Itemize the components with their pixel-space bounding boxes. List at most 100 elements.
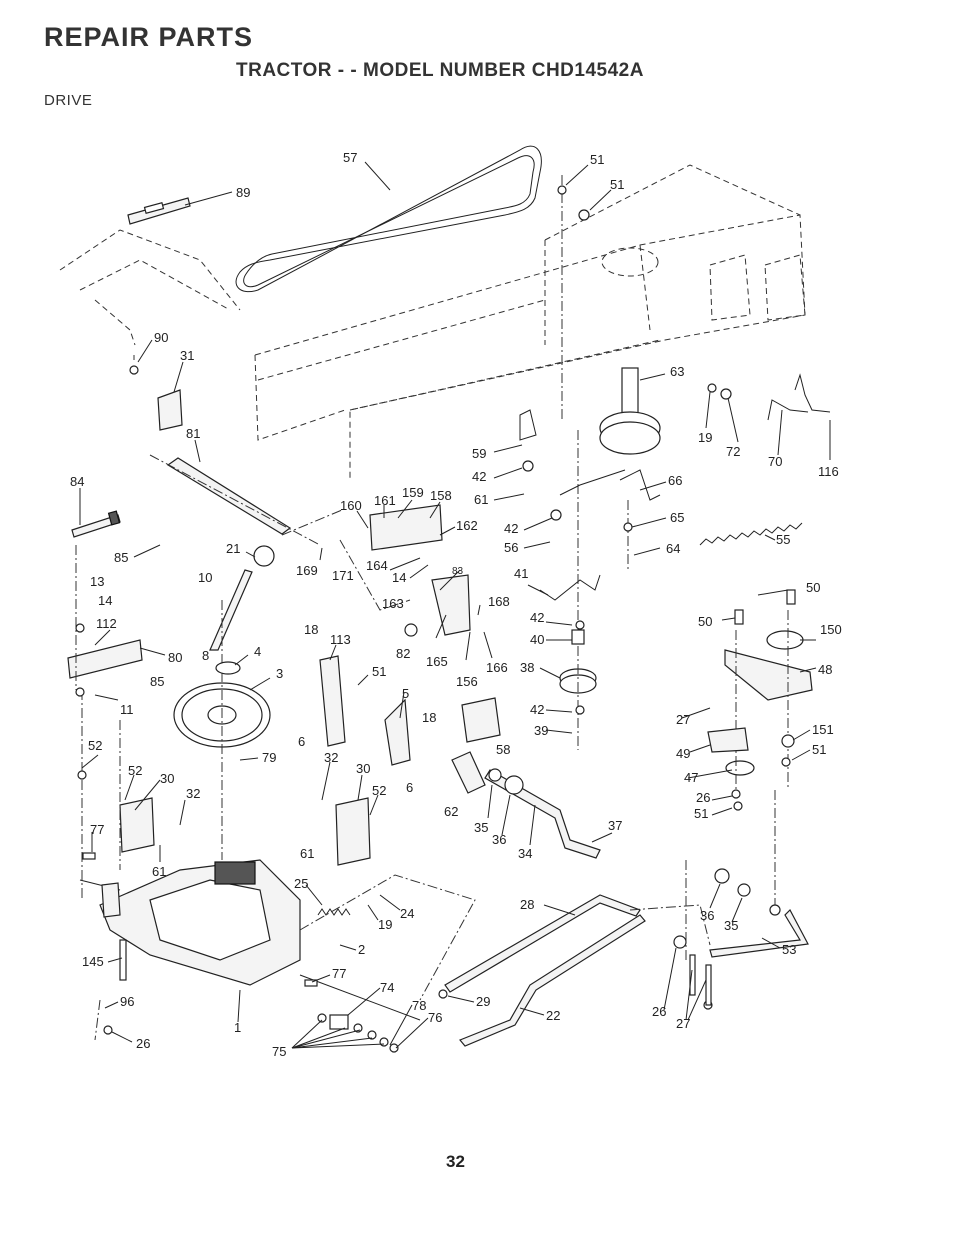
rod	[71, 510, 121, 538]
callout: 159	[402, 485, 424, 500]
callout: 18	[304, 622, 318, 637]
callout: 36	[700, 908, 714, 923]
callout: 30	[160, 771, 174, 786]
bracket-left	[119, 797, 155, 853]
callout: 76	[428, 1010, 442, 1025]
callout: 57	[343, 150, 357, 165]
callout: 27	[676, 712, 690, 727]
idler-pulley	[599, 367, 661, 455]
callout: 18	[422, 710, 436, 725]
callout: 77	[332, 966, 346, 981]
bracket-right	[335, 797, 371, 866]
callout: 112	[96, 616, 117, 631]
callout: 164	[366, 558, 388, 573]
guide-lines	[75, 175, 789, 1041]
page-number: 32	[446, 1152, 465, 1171]
callout: 5	[402, 686, 409, 701]
callout: 84	[70, 474, 84, 489]
callout: 32	[324, 750, 338, 765]
callout: 31	[180, 348, 194, 363]
callout: 56	[504, 540, 518, 555]
callout: 61	[152, 864, 166, 879]
callout: 79	[262, 750, 276, 765]
callout: 75	[272, 1044, 286, 1059]
callout: 37	[608, 818, 622, 833]
callout: 66	[668, 473, 682, 488]
callout: 25	[294, 876, 308, 891]
callout: 1	[234, 1020, 241, 1035]
callout: 59	[472, 446, 486, 461]
callout: 35	[474, 820, 488, 835]
callout: 28	[520, 897, 534, 912]
rod-53	[709, 909, 809, 958]
callout: 162	[456, 518, 478, 533]
callout: 38	[520, 660, 534, 675]
callout: 19	[698, 430, 712, 445]
callout: 70	[768, 454, 782, 469]
callout: 27	[676, 1016, 690, 1031]
callout: 14	[98, 593, 112, 608]
callout: 61	[300, 846, 314, 861]
callout: 10	[198, 570, 212, 585]
callout: 49	[676, 746, 690, 761]
callout: 166	[486, 660, 508, 675]
shaft	[149, 454, 321, 546]
callout: 24	[400, 906, 414, 921]
callout: 2	[358, 942, 365, 957]
callout: 53	[782, 942, 796, 957]
callout: 156	[456, 674, 478, 689]
callout: 26	[652, 1004, 666, 1019]
callout: 41	[514, 566, 528, 581]
callout: 21	[226, 541, 240, 556]
callout: 145	[82, 954, 104, 969]
callout: 163	[382, 596, 404, 611]
callout: 19	[378, 917, 392, 932]
ring	[215, 661, 241, 675]
callout: 82	[396, 646, 410, 661]
callout: 85	[114, 550, 128, 565]
spring-small	[317, 908, 351, 916]
callout: 26	[696, 790, 710, 805]
callout: 150	[820, 622, 842, 637]
callout: 51	[694, 806, 708, 821]
callout: 55	[776, 532, 790, 547]
callout: 48	[818, 662, 832, 677]
callout: 168	[488, 594, 510, 609]
callout: 3	[276, 666, 283, 681]
callout: 64	[666, 541, 680, 556]
callout: 61	[474, 492, 488, 507]
callout: 8	[202, 648, 209, 663]
callout: 74	[380, 980, 394, 995]
callout-labels: 89 57 51 51 90 31 63 19 72 70 116 81 59 …	[70, 150, 842, 1059]
callout: 63	[670, 364, 684, 379]
callout: 39	[534, 723, 548, 738]
callout: 161	[374, 493, 396, 508]
callout: 42	[504, 521, 518, 536]
callout: 40	[530, 632, 544, 647]
callout: 160	[340, 498, 362, 513]
callout: 42	[530, 702, 544, 717]
callout: 51	[812, 742, 826, 757]
knob	[253, 545, 275, 567]
callout: 50	[698, 614, 712, 629]
callout: 90	[154, 330, 168, 345]
callout: 83	[452, 566, 464, 577]
section-label: DRIVE	[44, 92, 93, 109]
pulley	[173, 600, 271, 860]
callout: 34	[518, 846, 532, 861]
callout: 36	[492, 832, 506, 847]
callout: 13	[90, 574, 104, 589]
callout: 151	[812, 722, 834, 737]
callout: 29	[476, 994, 490, 1009]
callout: 51	[590, 152, 604, 167]
callout: 158	[430, 488, 452, 503]
callout: 51	[610, 177, 624, 192]
callout: 62	[444, 804, 458, 819]
callout: 30	[356, 761, 370, 776]
bracket	[67, 639, 143, 679]
callout: 116	[818, 464, 839, 479]
callout: 6	[406, 780, 413, 795]
callout: 42	[530, 610, 544, 625]
callout: 52	[88, 738, 102, 753]
